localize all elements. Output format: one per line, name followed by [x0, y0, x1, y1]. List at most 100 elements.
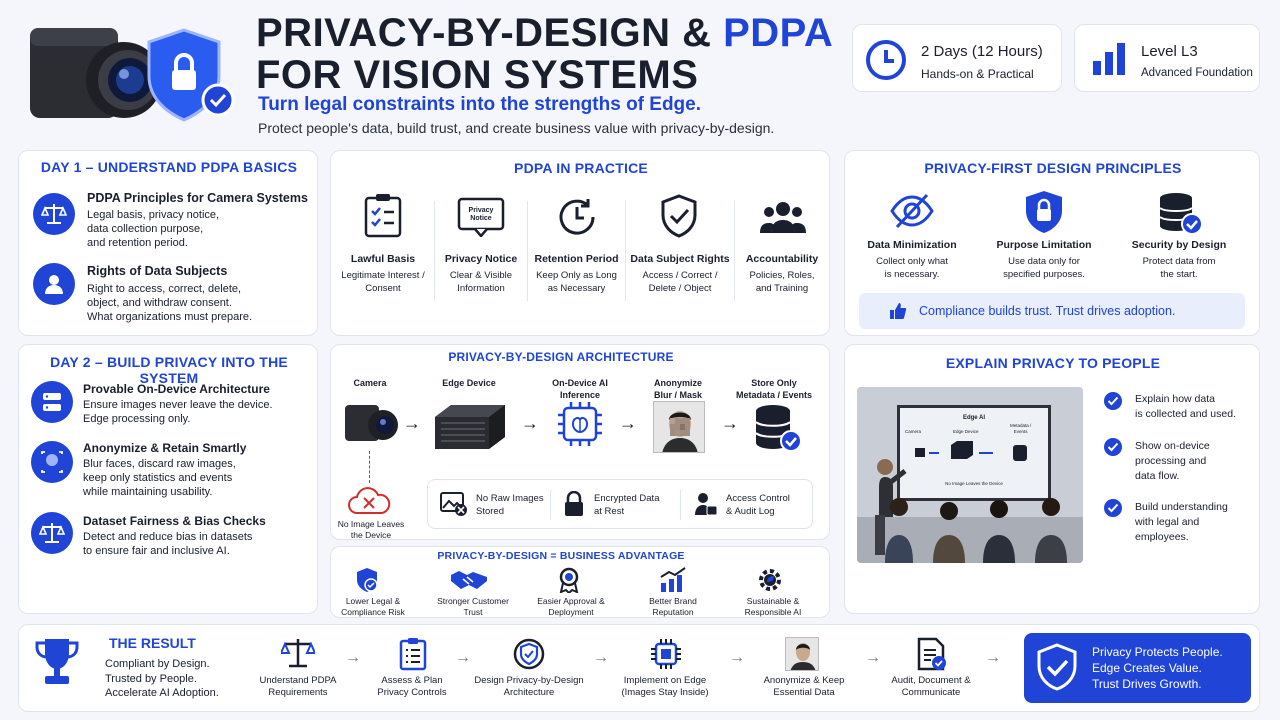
day2-title: DAY 2 – BUILD PRIVACY INTO THE SYSTEM — [50, 354, 288, 386]
day2-item2-title: Anonymize & Retain Smartly — [83, 441, 247, 455]
tagline: Turn legal constraints into the strength… — [258, 94, 702, 115]
result-title: THE RESULT — [109, 635, 196, 651]
step-scales-icon — [281, 639, 315, 668]
edge-device-icon — [435, 405, 505, 449]
trust-banner: Compliance builds trust. Trust drives ad… — [859, 293, 1245, 329]
padlock-icon — [565, 491, 583, 516]
practice-item-lawful: Lawful Basis Legitimate Interest /Consen… — [341, 253, 425, 294]
handshake-icon — [451, 571, 487, 589]
day1-title: DAY 1 – UNDERSTAND PDPA BASICS — [40, 159, 298, 175]
duration-badge: 2 Days (12 Hours) Hands-on & Practical — [852, 24, 1062, 92]
practice-title: PDPA IN PRACTICE — [514, 160, 648, 176]
day2-panel: DAY 2 – BUILD PRIVACY INTO THE SYSTEM Pr… — [18, 344, 318, 614]
level-badge: Level L3 Advanced Foundation — [1074, 24, 1260, 92]
access-user-icon — [695, 493, 718, 516]
step-arrow-2: → — [455, 649, 471, 666]
screen-footer: No Image Leaves the Device — [945, 481, 1003, 486]
stage-camera-label: Camera — [353, 378, 387, 388]
stage-edge-label: Edge Device — [442, 378, 496, 388]
camera-illustration — [24, 18, 239, 128]
architecture-title: PRIVACY-BY-DESIGN ARCHITECTURE — [448, 350, 674, 364]
feature-access: Access Control& Audit Log — [726, 493, 790, 517]
database-icon — [755, 405, 802, 452]
step-6: Audit, Document &Communicate — [891, 675, 971, 698]
step-document-icon — [917, 637, 946, 671]
day2-item3-title: Dataset Fairness & Bias Checks — [83, 514, 266, 528]
camera-icon — [345, 405, 398, 441]
eye-slash-icon — [890, 193, 934, 229]
screen-camera: Camera — [905, 429, 922, 434]
arrow-4: → — [721, 413, 739, 433]
shield-check-white-icon — [1037, 643, 1077, 691]
bar-chart-icon — [1093, 43, 1125, 75]
check-circle-icon-3 — [1104, 499, 1122, 517]
dashed-line — [369, 451, 370, 483]
advantage-sustainable: Sustainable &Responsible AI — [744, 596, 802, 617]
checklist-icon — [364, 194, 402, 238]
practice-panel: PDPA IN PRACTICE Privacy Notice Lawful B… — [330, 150, 830, 336]
day1-panel: DAY 1 – UNDERSTAND PDPA BASICS PDPA Prin… — [18, 150, 318, 336]
principles-title: PRIVACY-FIRST DESIGN PRINCIPLES — [924, 160, 1182, 176]
level-sub: Advanced Foundation — [1141, 67, 1253, 79]
advantage-risk: Lower Legal &Compliance Risk — [341, 596, 405, 617]
step-4: Implement on Edge(Images Stay Inside) — [621, 675, 709, 698]
award-icon — [559, 567, 579, 593]
step-chip-icon — [651, 639, 681, 669]
ai-chip-icon — [558, 402, 602, 446]
day2-item1-title: Provable On-Device Architecture — [83, 382, 270, 396]
team-icon — [760, 202, 806, 233]
architecture-panel: PRIVACY-BY-DESIGN ARCHITECTURE Camera Ed… — [330, 344, 830, 540]
explain-title: EXPLAIN PRIVACY TO PEOPLE — [945, 355, 1161, 371]
day2-item2-desc: Blur faces, discard raw images,keep only… — [83, 458, 236, 498]
day1-item1-title: PDPA Principles for Camera Systems — [87, 191, 308, 205]
advantage-panel: PRIVACY-BY-DESIGN = BUSINESS ADVANTAGE L… — [330, 546, 830, 618]
day1-item2-desc: Right to access, correct, delete,object,… — [87, 283, 253, 323]
subtitle: Protect people's data, build trust, and … — [258, 120, 775, 136]
day1-item2-title: Rights of Data Subjects — [87, 264, 228, 278]
clock-icon — [866, 40, 906, 80]
balance-icon — [31, 512, 73, 554]
day2-item1-desc: Ensure images never leave the device.Edg… — [83, 399, 273, 425]
lock-shield-icon — [1026, 191, 1062, 233]
check-circle-icon-2 — [1104, 438, 1122, 456]
thumbs-up-icon — [890, 303, 907, 319]
check-circle-icon-1 — [1104, 392, 1122, 410]
advantage-title: PRIVACY-BY-DESIGN = BUSINESS ADVANTAGE — [437, 550, 685, 562]
step-arrow-1: → — [345, 649, 361, 666]
person-icon — [33, 263, 75, 305]
result-panel: THE RESULT Compliant by Design.Trusted b… — [18, 624, 1260, 712]
final-message-text: Privacy Protects People.Edge Creates Val… — [1092, 645, 1223, 691]
step-face-image — [785, 637, 819, 671]
shield-check-icon — [661, 194, 697, 238]
result-lines: Compliant by Design.Trusted by People.Ac… — [105, 658, 219, 699]
screen-title: Edge AI — [962, 415, 986, 421]
duration-title: 2 Days (12 Hours) — [921, 43, 1043, 60]
no-images-icon — [440, 492, 467, 516]
final-message-box: Privacy Protects People.Edge Creates Val… — [1024, 633, 1251, 703]
step-arrow-5: → — [865, 649, 881, 666]
title-line-2: FOR VISION SYSTEMS — [256, 53, 699, 97]
face-blur-icon — [31, 441, 73, 483]
advantage-approval: Easier Approval &Deployment — [537, 596, 605, 617]
scales-icon — [33, 193, 75, 235]
step-arrow-3: → — [593, 649, 609, 666]
arrow-3: → — [619, 413, 637, 433]
arrow-1: → — [403, 413, 421, 433]
database-check-icon — [1159, 193, 1203, 235]
step-arrow-6: → — [985, 649, 1001, 666]
gear-leaf-icon — [759, 569, 781, 591]
